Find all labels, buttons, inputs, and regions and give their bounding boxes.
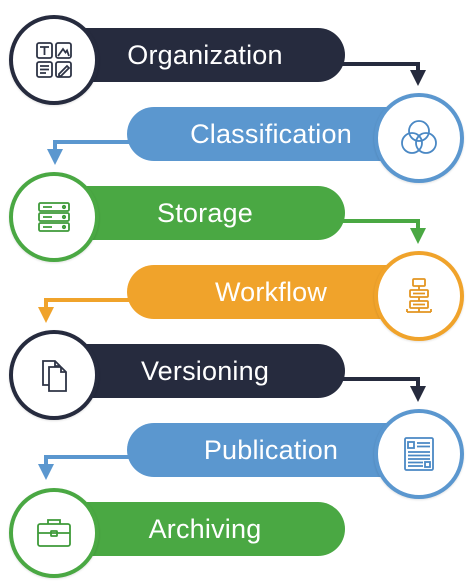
step-storage-circle [9, 172, 99, 262]
step-workflow-label: Workflow [214, 276, 328, 307]
step-classification-circle [374, 93, 464, 183]
documents-icon [42, 360, 67, 392]
connector-arrow [340, 219, 426, 244]
step-organization-circle [9, 15, 99, 105]
step-archiving-circle [9, 488, 99, 578]
step-versioning-circle [9, 330, 99, 420]
step-storage-band: Storage [45, 186, 345, 240]
briefcase-icon [37, 519, 71, 547]
step-classification-label: Classification [190, 118, 352, 149]
step-publication-label: Publication [203, 434, 339, 465]
step-publication-circle [374, 409, 464, 499]
newspaper-icon [404, 437, 434, 471]
connector-arrow [38, 298, 132, 323]
step-archiving-label: Archiving [148, 513, 262, 544]
step-organization-label: Organization [127, 39, 283, 70]
overlapping-circles-icon [401, 120, 437, 154]
step-workflow-circle [374, 251, 464, 341]
connector-arrow [340, 377, 426, 402]
flowchart-icon [406, 278, 432, 313]
step-storage-label: Storage [157, 197, 253, 228]
step-versioning-label: Versioning [140, 355, 270, 386]
grid-tools-icon [36, 42, 72, 78]
connector-arrow [47, 140, 132, 165]
connector-arrow [340, 62, 426, 86]
server-stack-icon [38, 202, 70, 232]
connector-arrow [38, 455, 132, 480]
